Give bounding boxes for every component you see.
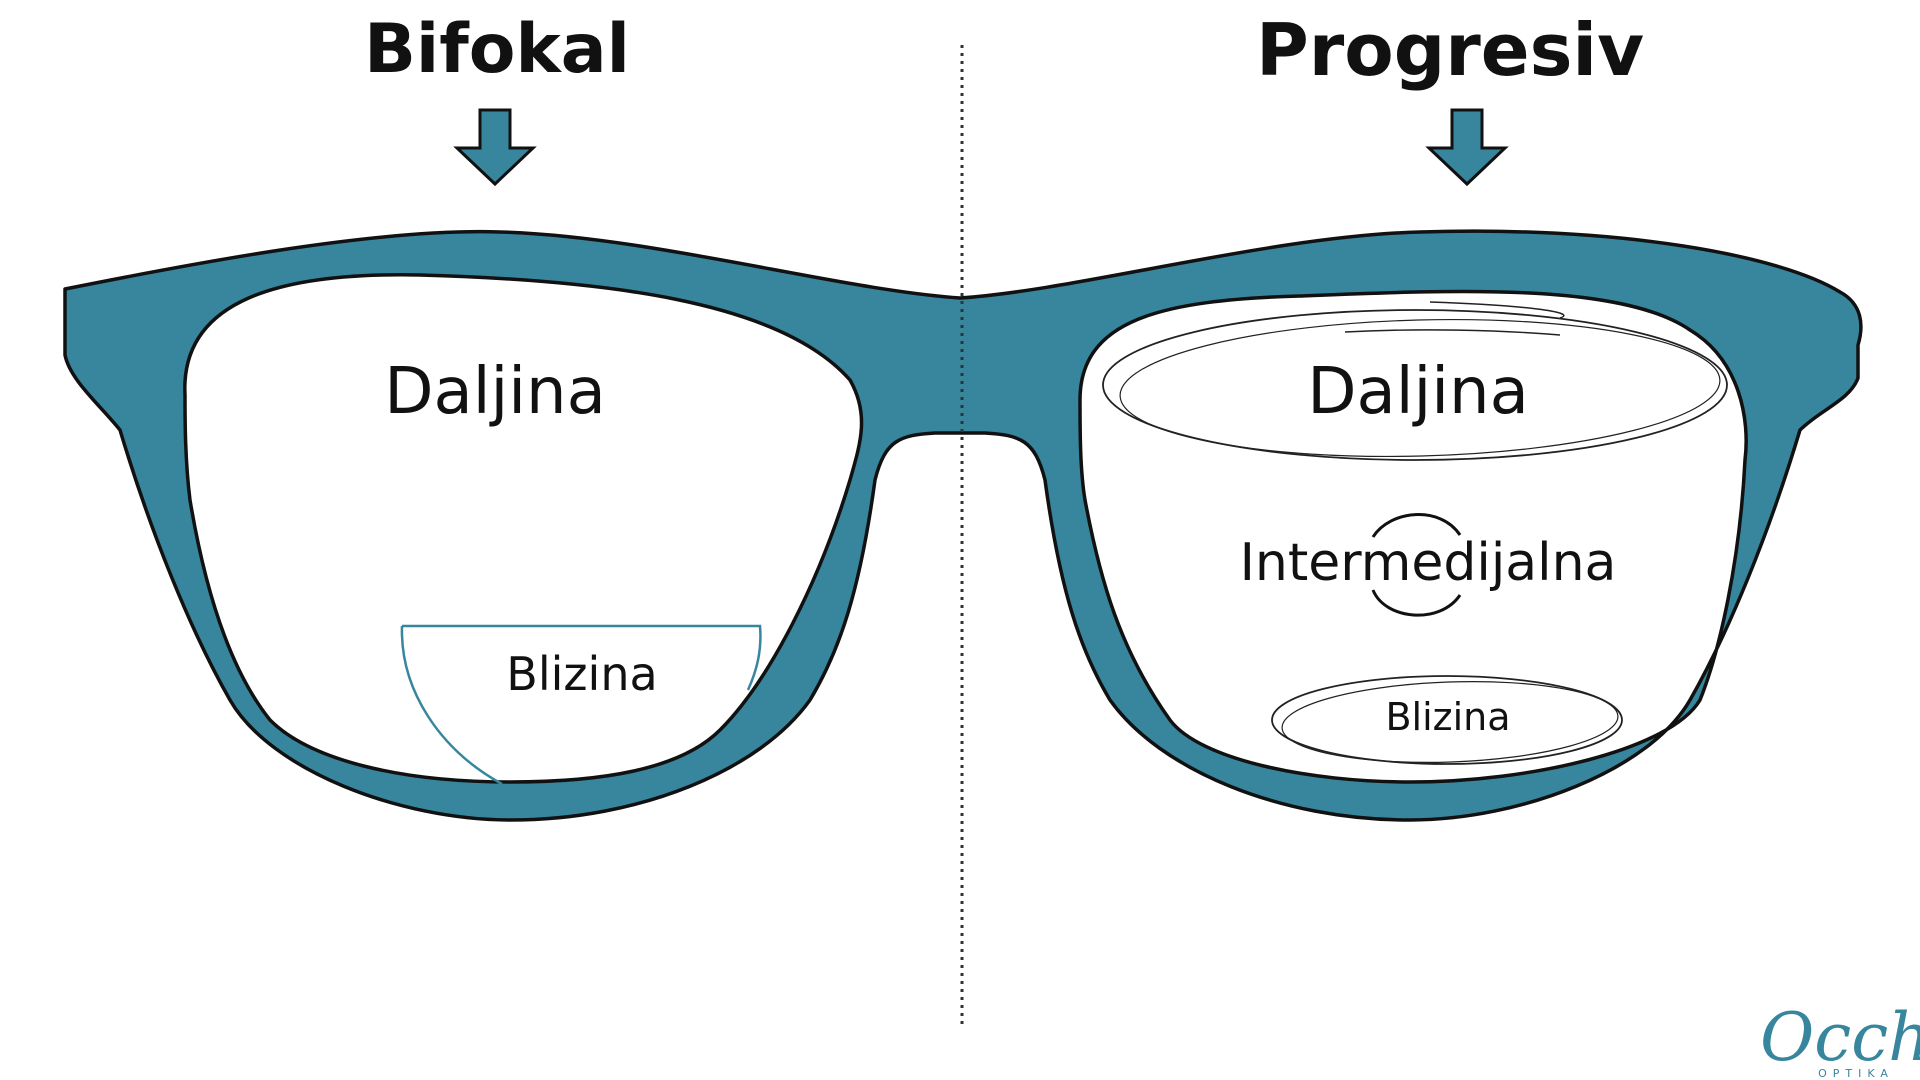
- logo-name: Occhi: [1760, 999, 1920, 1076]
- intermediate-zone-brackets: [1371, 513, 1462, 617]
- glasses-frame: [63, 229, 1863, 822]
- down-arrow-icon: [453, 108, 537, 187]
- occhi-logo: Occhi OPTIKA: [1760, 999, 1920, 1080]
- bifocal-near-label: Blizina: [506, 647, 657, 701]
- progressive-intermediate-label: Intermedijalna: [1240, 533, 1617, 593]
- bifocal-near-segment: [400, 624, 762, 786]
- bifocal-distance-label: Daljina: [384, 355, 606, 429]
- near-zone-outline: [1271, 675, 1623, 765]
- down-arrow-icon: [1425, 108, 1509, 187]
- progressive-near-label: Blizina: [1385, 695, 1510, 739]
- progressive-distance-label: Daljina: [1307, 355, 1529, 429]
- logo-subtitle: OPTIKA: [1818, 1067, 1894, 1080]
- progressive-heading: Progresiv: [1256, 8, 1644, 92]
- bifocal-heading: Bifokal: [364, 10, 630, 89]
- distance-zone-outline: [1102, 301, 1728, 461]
